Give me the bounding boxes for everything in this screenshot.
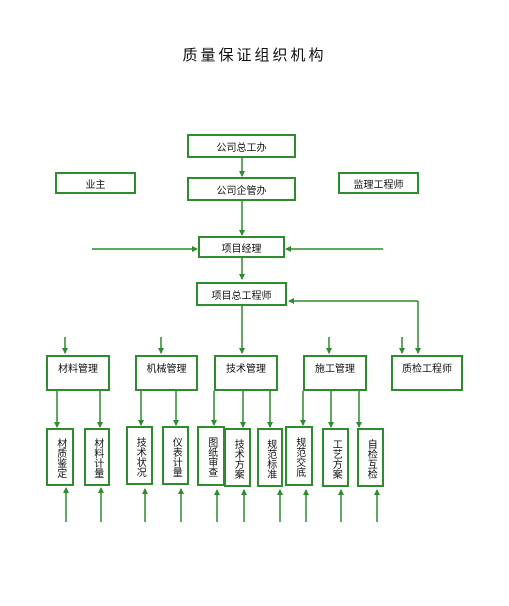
page-title: 质量保证组织机构	[182, 46, 327, 64]
node-project-manager: 项目经理	[198, 236, 285, 258]
dept-technology: 技术管理	[214, 355, 278, 391]
dept-label: 技术管理	[226, 364, 266, 375]
node-label: 项目经理	[221, 243, 262, 255]
node-label: 监理工程师	[353, 179, 404, 191]
leaf-code-standards: 规范标准	[257, 428, 283, 487]
leaf-process-plan: 工艺方案	[322, 428, 349, 487]
dept-label: 机械管理	[146, 364, 187, 375]
node-label: 公司企管办	[216, 185, 267, 197]
dept-label: 质检工程师	[402, 364, 452, 375]
leaf-technical-condition: 技术状况	[126, 426, 153, 485]
leaf-label: 技术状况	[134, 436, 146, 477]
dept-label: 材料管理	[58, 364, 98, 375]
node-owner: 业主	[55, 172, 136, 194]
dept-machinery: 机械管理	[135, 355, 198, 391]
leaf-label: 技术方案	[232, 438, 244, 479]
leaf-technical-plan: 技术方案	[224, 428, 251, 487]
dept-label: 施工管理	[315, 364, 355, 375]
leaf-drawing-review: 图纸审查	[197, 426, 225, 486]
leaf-material-inspection: 材质鉴定	[46, 428, 74, 486]
node-label: 项目总工程师	[211, 290, 272, 302]
leaf-instrument-metering: 仪表计量	[162, 426, 189, 485]
leaf-material-metering: 材料计量	[84, 428, 110, 486]
dept-construction: 施工管理	[303, 355, 367, 391]
leaf-label: 规范标准	[264, 438, 276, 479]
node-company-management-office: 公司企管办	[187, 177, 296, 201]
node-supervising-engineer: 监理工程师	[338, 172, 419, 194]
leaf-label: 图纸审查	[205, 437, 217, 477]
leaf-label: 规范交底	[293, 437, 305, 477]
dept-materials: 材料管理	[46, 355, 110, 391]
node-company-chief-engineer-office: 公司总工办	[187, 134, 296, 158]
leaf-self-mutual-check: 自检互检	[357, 428, 384, 487]
dept-quality: 质检工程师	[391, 355, 463, 391]
leaf-label: 工艺方案	[330, 438, 342, 479]
node-label: 公司总工办	[216, 142, 267, 154]
leaf-label: 仪表计量	[170, 436, 182, 477]
node-project-chief-engineer: 项目总工程师	[196, 282, 287, 306]
leaf-label: 材料计量	[91, 438, 103, 478]
leaf-label: 材质鉴定	[54, 438, 66, 478]
node-label: 业主	[85, 179, 106, 191]
leaf-spec-briefing: 规范交底	[285, 426, 313, 486]
leaf-label: 自检互检	[365, 438, 377, 479]
